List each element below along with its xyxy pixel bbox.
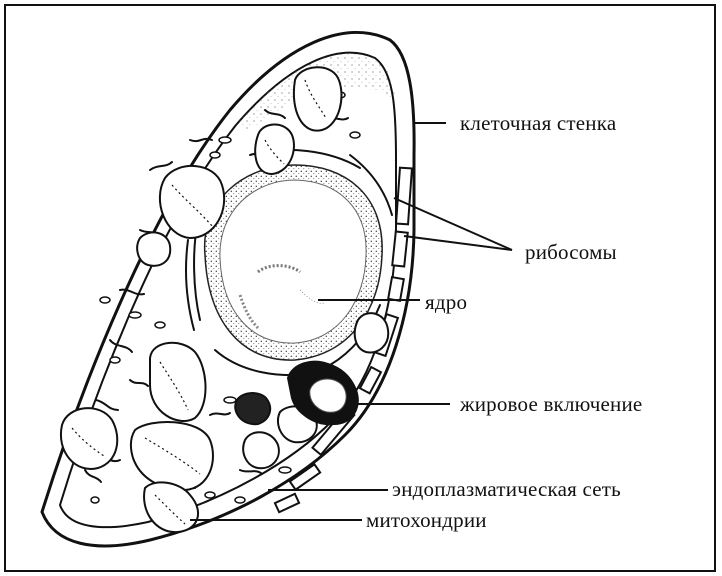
- mitochondrion: [355, 313, 388, 352]
- mitochondrion: [150, 343, 206, 421]
- mitochondrion: [137, 232, 170, 265]
- mitochondrion: [243, 432, 279, 468]
- mitochondrion: [160, 166, 224, 238]
- label-cell-wall: клеточная стенка: [460, 113, 616, 134]
- label-fat-inclusion: жировое включение: [460, 394, 642, 415]
- label-endoplasmic-reticulum: эндоплазматическая сеть: [392, 479, 621, 500]
- mitochondrion: [61, 408, 117, 469]
- mitochondrion: [294, 67, 342, 130]
- label-mitochondria: митохондрии: [366, 510, 487, 531]
- label-ribosomes: рибосомы: [525, 242, 617, 263]
- label-nucleus: ядро: [425, 292, 467, 313]
